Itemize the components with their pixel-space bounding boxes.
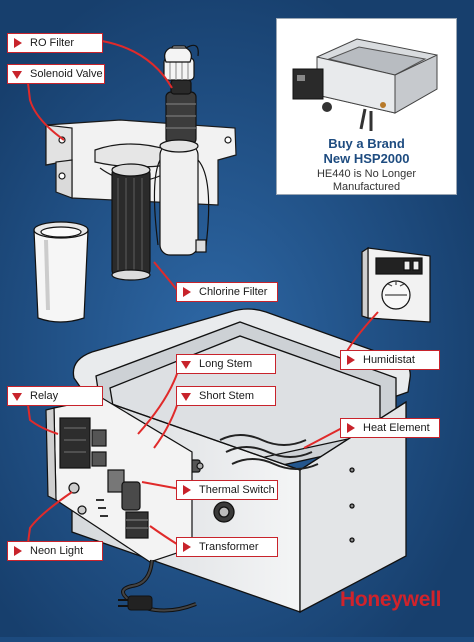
label-text: Humidistat: [363, 354, 415, 366]
leader-chlorine-filter: [153, 261, 179, 292]
leader-ro-filter: [101, 40, 173, 89]
leader-relay: [27, 404, 59, 435]
arrow-down-icon: [12, 393, 22, 401]
arrow-right-icon: [183, 542, 191, 552]
label-text: Long Stem: [199, 358, 253, 370]
label-text: Short Stem: [199, 390, 255, 402]
filter-housing: [33, 221, 89, 323]
promo-title-line2: New HSP2000: [323, 151, 410, 166]
ro-cartridge: [153, 139, 210, 256]
label-text: Chlorine Filter: [199, 286, 268, 298]
label-text: Thermal Switch: [199, 484, 275, 496]
label-thermal-switch[interactable]: Thermal Switch: [176, 480, 278, 500]
honeywell-logo: Honeywell: [340, 588, 442, 611]
label-text: Relay: [30, 390, 59, 402]
label-transformer[interactable]: Transformer: [176, 537, 278, 557]
promo-title-line1: Buy a Brand: [328, 136, 405, 151]
arrow-right-icon: [14, 38, 22, 48]
label-text: Transformer: [199, 541, 259, 553]
leader-thermal-switch: [141, 481, 181, 490]
cap-fitting: [164, 47, 192, 63]
arrow-down-icon: [181, 361, 191, 369]
leader-neon-light: [27, 491, 73, 544]
label-text: Heat Element: [363, 422, 430, 434]
label-ro-filter[interactable]: RO Filter: [7, 33, 103, 53]
promo-note-line2: Manufactured: [332, 181, 401, 193]
label-relay[interactable]: Relay: [7, 386, 103, 406]
leader-heat-element: [303, 427, 343, 449]
label-text: RO Filter: [30, 37, 74, 49]
label-neon-light[interactable]: Neon Light: [7, 541, 103, 561]
label-long-stem[interactable]: Long Stem: [176, 354, 276, 374]
chlorine-filter-cartridge: [111, 163, 151, 281]
label-heat-element[interactable]: Heat Element: [340, 418, 440, 438]
arrow-right-icon: [14, 546, 22, 556]
promo-card-hsp2000[interactable]: Buy a Brand New HSP2000 HE440 is No Long…: [276, 18, 457, 195]
arrow-right-icon: [183, 485, 191, 495]
arrow-right-icon: [183, 287, 191, 297]
hsp2000-product-image: [287, 29, 447, 137]
humidistat-device: [361, 246, 431, 323]
arrow-right-icon: [347, 423, 355, 433]
arrow-down-icon: [181, 393, 191, 401]
label-text: Neon Light: [30, 545, 84, 557]
promo-note-line1: HE440 is No Longer: [316, 168, 417, 180]
label-text: Solenoid Valve: [30, 68, 103, 80]
label-chlorine-filter[interactable]: Chlorine Filter: [176, 282, 278, 302]
power-cord: [118, 559, 197, 613]
arrow-down-icon: [12, 71, 22, 79]
label-short-stem[interactable]: Short Stem: [176, 386, 276, 406]
arrow-right-icon: [347, 355, 355, 365]
leader-solenoid-valve: [27, 82, 65, 141]
label-humidistat[interactable]: Humidistat: [340, 350, 440, 370]
control-panel: [45, 397, 193, 563]
label-solenoid-valve[interactable]: Solenoid Valve: [7, 64, 105, 84]
